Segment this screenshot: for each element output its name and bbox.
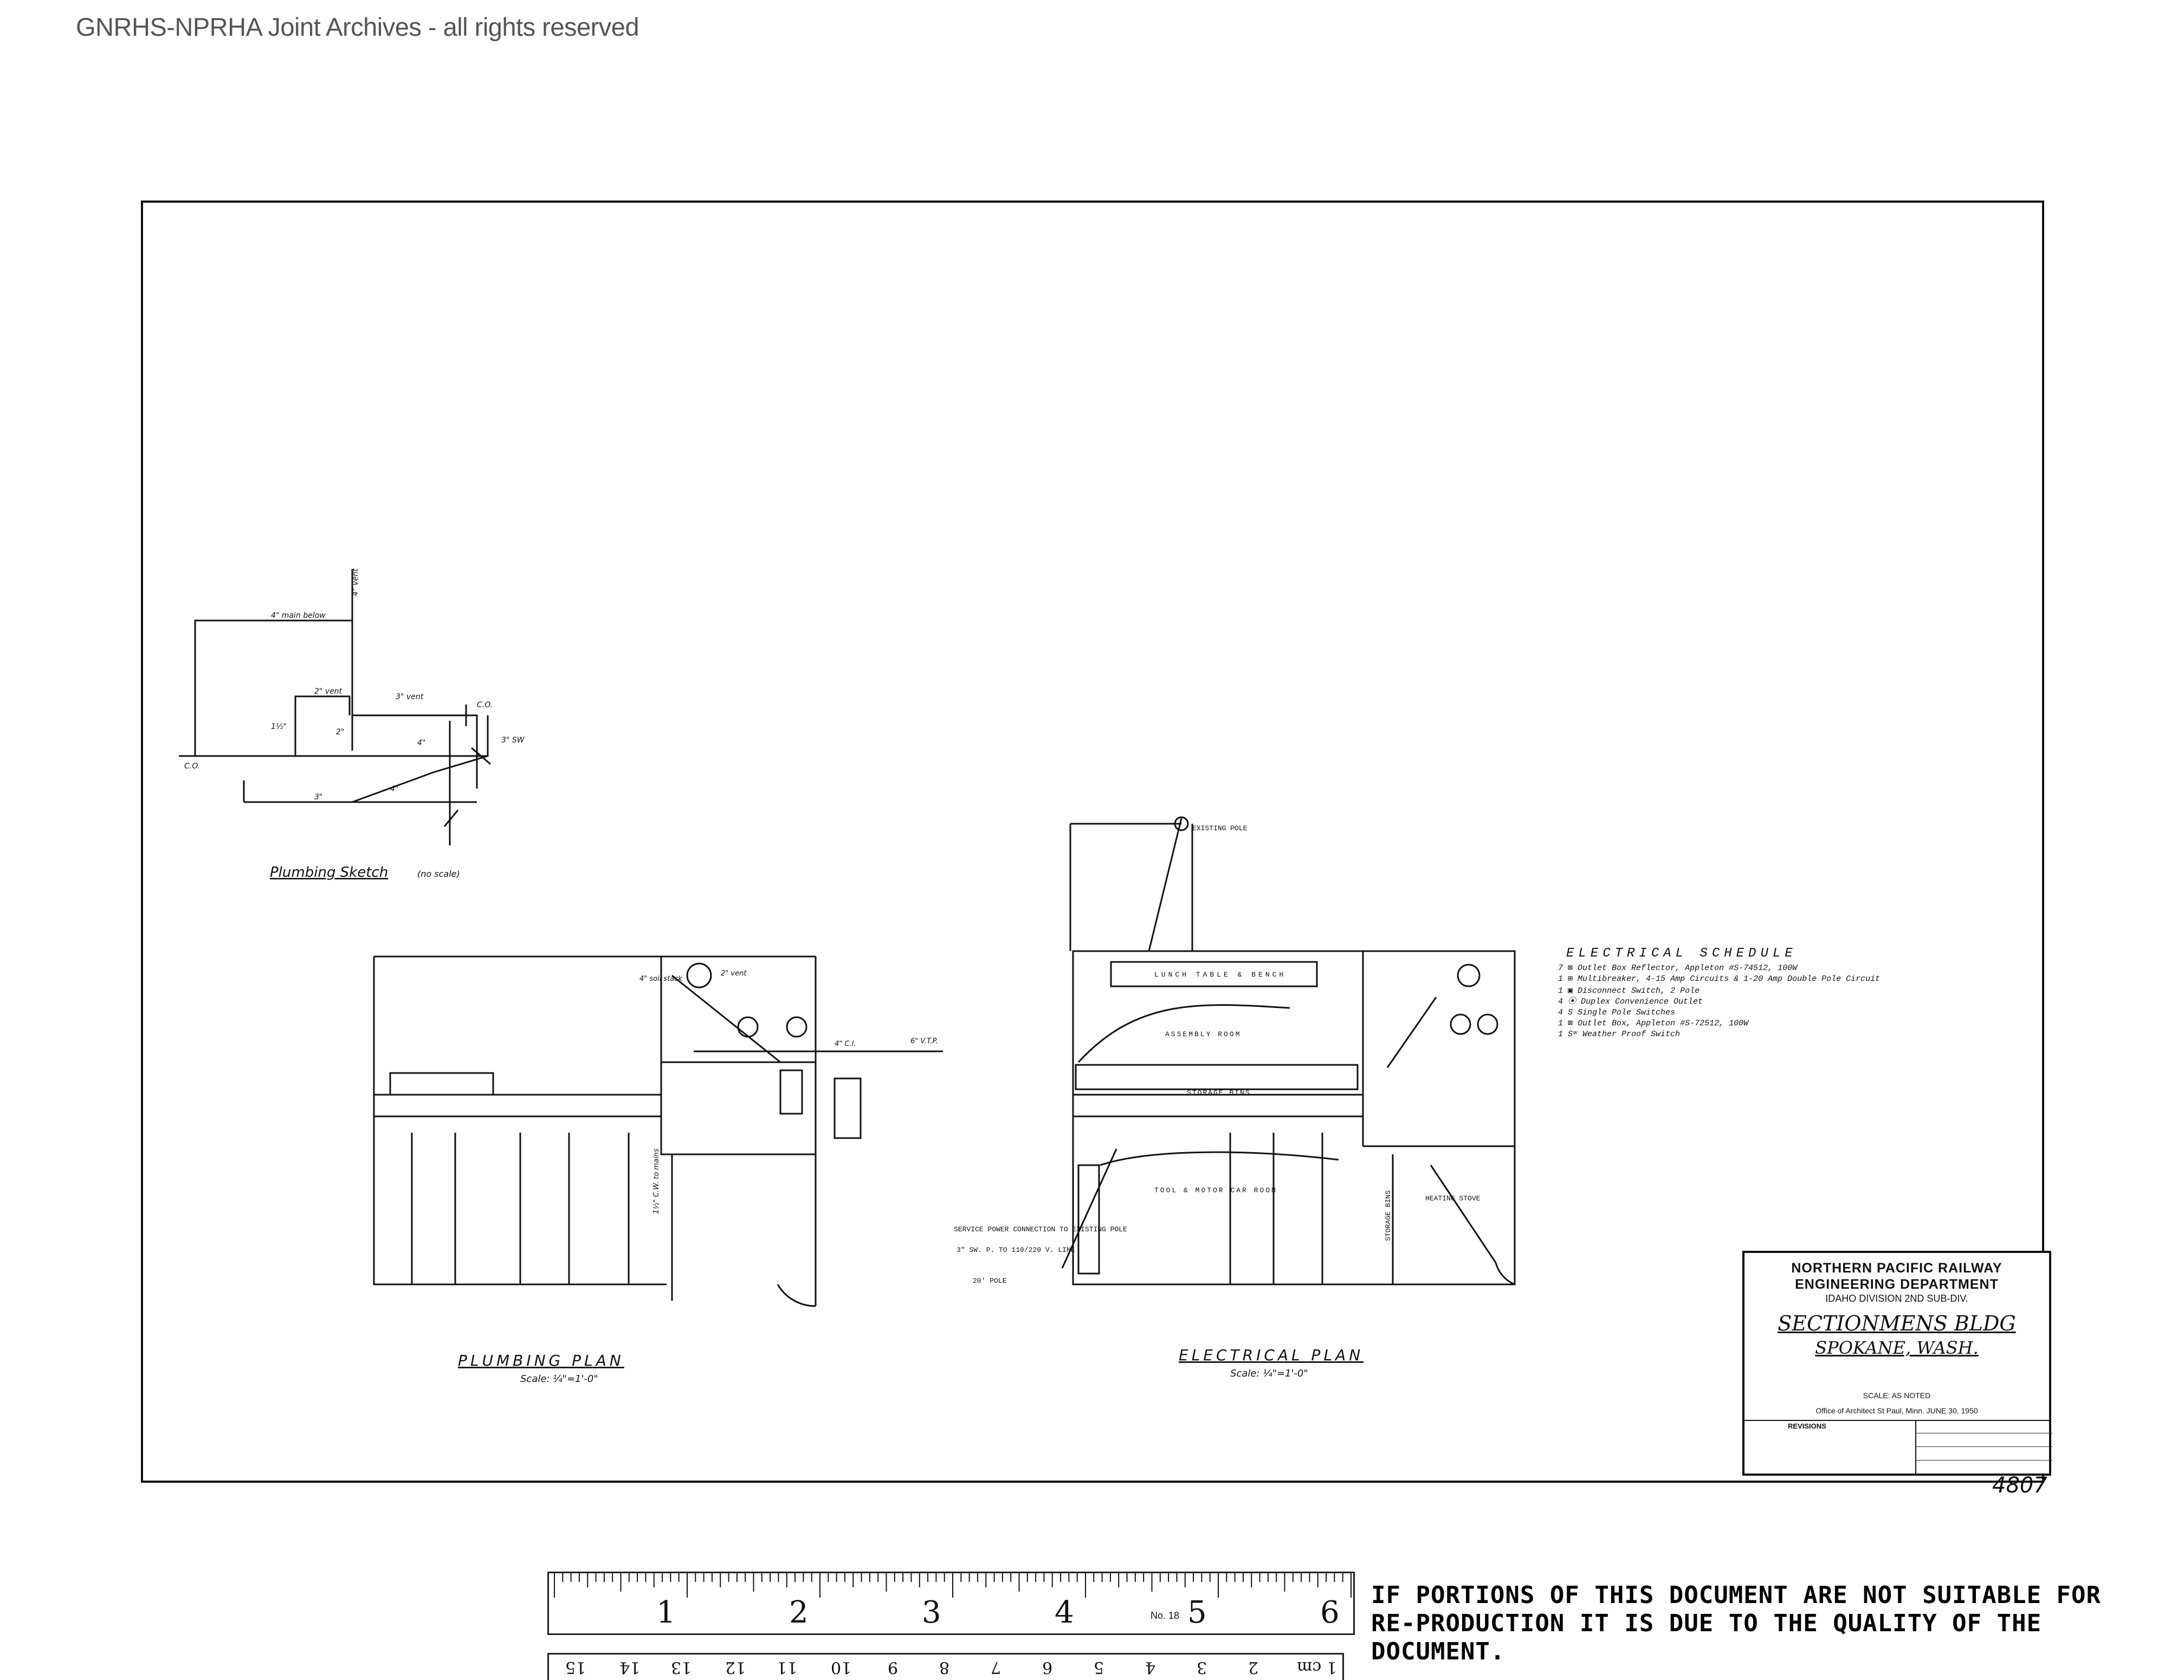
svg-text:1½" C.W. to mains: 1½" C.W. to mains (652, 1148, 661, 1214)
sheet-border (141, 201, 2044, 1483)
ruler-maker: No. 18 (1151, 1610, 1180, 1621)
svg-text:TOOL & MOTOR CAR ROOM: TOOL & MOTOR CAR ROOM (1154, 1186, 1277, 1194)
svg-text:C.O.: C.O. (184, 762, 200, 771)
svg-text:LUNCH TABLE & BENCH: LUNCH TABLE & BENCH (1154, 971, 1286, 979)
revisions-label: REVISIONS (1788, 1422, 1826, 1430)
cm-label-3: 3 (1197, 1658, 1207, 1677)
plumbing-plan-title: PLUMBING PLAN (458, 1352, 624, 1369)
cm-label-14: 14 (619, 1658, 641, 1677)
svg-text:3" SW. P. TO 110/220 V. LINE: 3" SW. P. TO 110/220 V. LINE (957, 1246, 1075, 1254)
cm-label-4: 4 (1145, 1658, 1156, 1677)
plumbing-sketch-note: (no scale) (417, 869, 460, 879)
building-location: SPOKANE, WASH. (1815, 1337, 1979, 1358)
cm-label-11: 11 (777, 1658, 798, 1677)
svg-text:SERVICE POWER CONNECTION TO EX: SERVICE POWER CONNECTION TO EXISTING POL… (954, 1225, 1127, 1233)
cm-label-6: 6 (1042, 1658, 1053, 1677)
inch-label-2: 2 (789, 1595, 809, 1630)
plumbing-sketch-labels: 4" main below 4" vent 2" vent 3" vent C.… (184, 568, 525, 802)
svg-text:7 ⊠ Outlet Box Reflector, Appl: 7 ⊠ Outlet Box Reflector, Appleton #S-74… (1558, 964, 1798, 973)
svg-text:3" vent: 3" vent (396, 693, 424, 701)
drawing-scale: SCALE: AS NOTED (1863, 1391, 1931, 1400)
svg-text:ASSEMBLY ROOM: ASSEMBLY ROOM (1165, 1030, 1241, 1038)
plumbing-sketch (179, 569, 491, 845)
cm-label-12: 12 (725, 1658, 746, 1677)
revision-grid (1915, 1420, 2052, 1476)
svg-text:STORAGE BINS: STORAGE BINS (1187, 1089, 1251, 1097)
cm-label-5: 5 (1094, 1658, 1104, 1677)
plumbing-plan-scale: Scale: ¼"=1'-0" (520, 1373, 598, 1385)
cm-label-15: 15 (565, 1658, 586, 1677)
electrical-plan-scale: Scale: ¼"=1'-0" (1230, 1368, 1308, 1379)
svg-text:ELECTRICAL SCHEDULE: ELECTRICAL SCHEDULE (1566, 946, 1797, 961)
electrical-plan (1061, 816, 1516, 1285)
inch-label-5: 5 (1187, 1595, 1207, 1630)
cm-ruler: 1 cm 2 3 4 5 6 7 8 9 10 11 12 13 14 15 (547, 1653, 1344, 1680)
inch-label-1: 1 (656, 1595, 676, 1630)
cm-label-8: 8 (939, 1658, 950, 1677)
svg-text:1½": 1½" (271, 722, 287, 731)
building-title: SECTIONMENS BLDG (1778, 1311, 2016, 1335)
railway-name: NORTHERN PACIFIC RAILWAY (1791, 1261, 2002, 1276)
svg-text:6" V.T.P.: 6" V.T.P. (910, 1037, 938, 1045)
drawing-number: 4807 (1992, 1473, 2047, 1498)
svg-text:2" vent: 2" vent (314, 687, 343, 696)
electrical-plan-title: ELECTRICAL PLAN (1179, 1346, 1364, 1364)
svg-text:EXISTING POLE: EXISTING POLE (1192, 824, 1248, 832)
reproduction-notice: IF PORTIONS OF THIS DOCUMENT ARE NOT SUI… (1371, 1581, 2102, 1665)
svg-text:4" vent: 4" vent (351, 568, 360, 596)
electrical-schedule: ELECTRICAL SCHEDULE 7 ⊠ Outlet Box Refle… (1558, 946, 1880, 1039)
svg-text:4" C.I.: 4" C.I. (835, 1040, 856, 1048)
svg-text:1 ▣ Disconnect Switch, 2 Pole: 1 ▣ Disconnect Switch, 2 Pole (1558, 986, 1700, 996)
svg-text:4": 4" (390, 785, 398, 793)
archive-watermark: GNRHS-NPRHA Joint Archives - all rights … (76, 12, 639, 41)
cm-label-10: 10 (831, 1658, 852, 1677)
svg-text:4 S Single Pole Switches: 4 S Single Pole Switches (1558, 1008, 1675, 1017)
office-line: Office of Architect St Paul, Minn. JUNE … (1815, 1406, 1978, 1415)
title-block: NORTHERN PACIFIC RAILWAY ENGINEERING DEP… (1742, 1251, 2052, 1476)
inch-label-6: 6 (1320, 1595, 1340, 1630)
inch-ticks (554, 1573, 1352, 1598)
svg-text:3": 3" (314, 793, 322, 802)
svg-text:1 ⊠ Outlet Box, Appleton #S-72: 1 ⊠ Outlet Box, Appleton #S-72512, 100W (1558, 1019, 1749, 1028)
inch-ruler: 1 2 3 4 5 6 No. 18 (547, 1572, 1355, 1635)
svg-text:2": 2" (336, 728, 344, 736)
svg-text:STORAGE BINS: STORAGE BINS (1384, 1190, 1392, 1241)
svg-text:C.O.: C.O. (477, 701, 493, 709)
cm-label-1: 1 cm (1297, 1658, 1337, 1677)
plumbing-sketch-title: Plumbing Sketch (270, 864, 388, 881)
cm-label-13: 13 (671, 1658, 692, 1677)
cm-label-2: 2 (1248, 1658, 1259, 1677)
cm-label-9: 9 (888, 1658, 899, 1677)
plumbing-plan (373, 955, 943, 1307)
svg-text:1 Sʷ Weather Proof Switch: 1 Sʷ Weather Proof Switch (1558, 1030, 1680, 1039)
svg-text:1 ⊞ Multibreaker, 4-15 Amp Cir: 1 ⊞ Multibreaker, 4-15 Amp Circuits & 1-… (1558, 974, 1880, 984)
department-name: ENGINEERING DEPARTMENT (1795, 1277, 1999, 1292)
svg-text:3" SW: 3" SW (501, 736, 525, 745)
plumbing-plan-labels: 4" soil stack 2" vent 4" C.I. 6" V.T.P. … (639, 970, 938, 1214)
svg-text:4" main below: 4" main below (271, 611, 326, 620)
revision-divider (1744, 1420, 2049, 1421)
inch-label-3: 3 (922, 1595, 941, 1630)
svg-text:4" soil stack: 4" soil stack (639, 975, 682, 983)
inch-label-4: 4 (1055, 1595, 1074, 1630)
svg-text:4 ⦿ Duplex Convenience Outlet: 4 ⦿ Duplex Convenience Outlet (1558, 997, 1703, 1006)
svg-text:4": 4" (417, 739, 425, 747)
svg-text:20' POLE: 20' POLE (973, 1277, 1007, 1285)
division-name: IDAHO DIVISION 2ND SUB-DIV. (1825, 1293, 1968, 1304)
svg-text:HEATING STOVE: HEATING STOVE (1425, 1194, 1481, 1203)
cm-label-7: 7 (991, 1658, 1001, 1677)
svg-text:2" vent: 2" vent (721, 970, 747, 978)
electrical-plan-labels: EXISTING POLE LUNCH TABLE & BENCH ASSEMB… (954, 824, 1481, 1285)
